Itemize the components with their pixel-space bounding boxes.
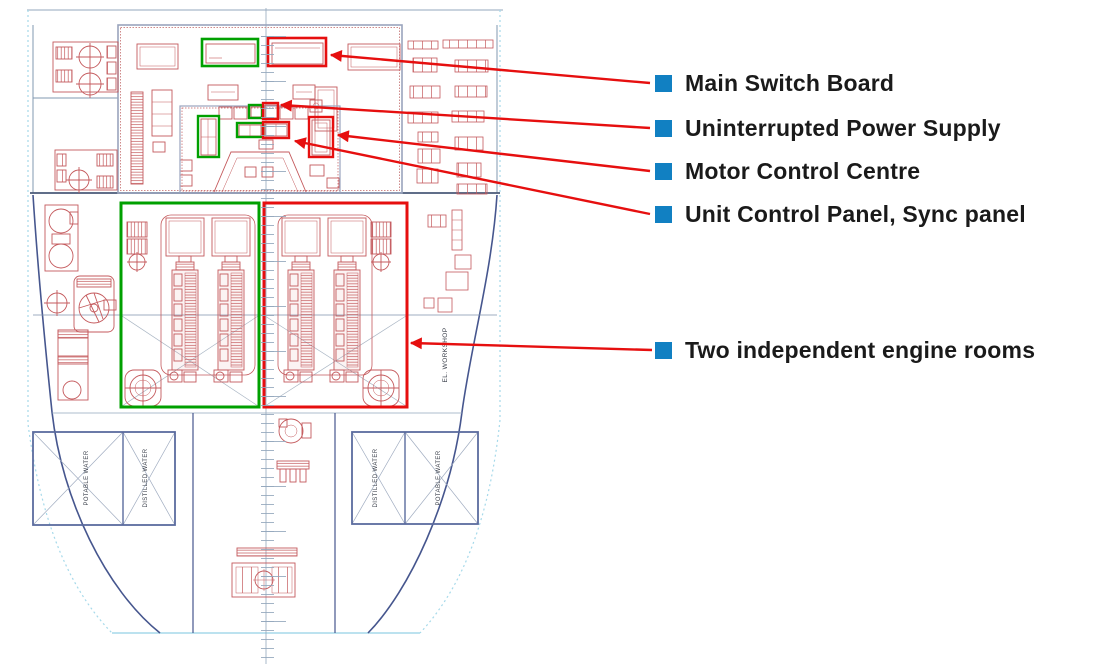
tank-label-port-potable-water: POTABLE WATER: [84, 450, 90, 505]
engine-room-port-highlight: [119, 201, 261, 409]
annotation-motor-control-centre: Motor Control Centre: [655, 159, 920, 183]
annotation-ups: Uninterrupted Power Supply: [655, 116, 1001, 140]
tank-label-stbd-potable-water: POTABLE WATER: [436, 450, 442, 505]
annotation-main-switch-board: Main Switch Board: [655, 71, 894, 95]
centerline-ruler-major-ticks: [261, 36, 286, 660]
blue-square-bullet-icon: [655, 119, 672, 137]
annotation-label: Motor Control Centre: [685, 157, 921, 184]
green-highlight-mcc: [196, 114, 221, 159]
starboard-side-items: [423, 209, 472, 313]
annotation-label: Uninterrupted Power Supply: [685, 114, 1001, 141]
switchboard-deck-equipment: [130, 42, 401, 189]
el-workshop-label: EL. WORKSHOP: [442, 327, 449, 382]
port-wing-rooms: [52, 41, 119, 193]
leader-lines: [279, 49, 653, 352]
annotation-label: Unit Control Panel, Sync panel: [685, 200, 1026, 227]
annotation-label: Main Switch Board: [685, 69, 895, 96]
arrow-main-switch-board: [329, 49, 651, 85]
green-highlight-switchboard: [200, 37, 260, 68]
blue-square-bullet-icon: [655, 162, 672, 180]
tank-label-stbd-distilled-water: DISTILLED WATER: [373, 448, 379, 507]
arrow-engine-rooms: [409, 337, 653, 352]
annotation-unit-control-panel: Unit Control Panel, Sync panel: [655, 202, 1026, 226]
arrow-unit-control-panel: [293, 137, 651, 216]
water-tanks: POTABLE WATER DISTILLED WATER DISTILLED …: [32, 431, 479, 526]
blue-square-bullet-icon: [655, 205, 672, 223]
annotation-label: Two independent engine rooms: [685, 336, 1036, 363]
arrow-ups: [279, 99, 651, 130]
port-side-machinery: [44, 204, 117, 401]
motor-control-centre-highlight: [307, 115, 335, 159]
blue-square-bullet-icon: [655, 74, 672, 92]
blue-square-bullet-icon: [655, 341, 672, 359]
annotation-engine-rooms: Two independent engine rooms: [655, 338, 1035, 362]
tank-label-port-distilled-water: DISTILLED WATER: [143, 448, 149, 507]
arrow-motor-control-centre: [336, 130, 651, 173]
